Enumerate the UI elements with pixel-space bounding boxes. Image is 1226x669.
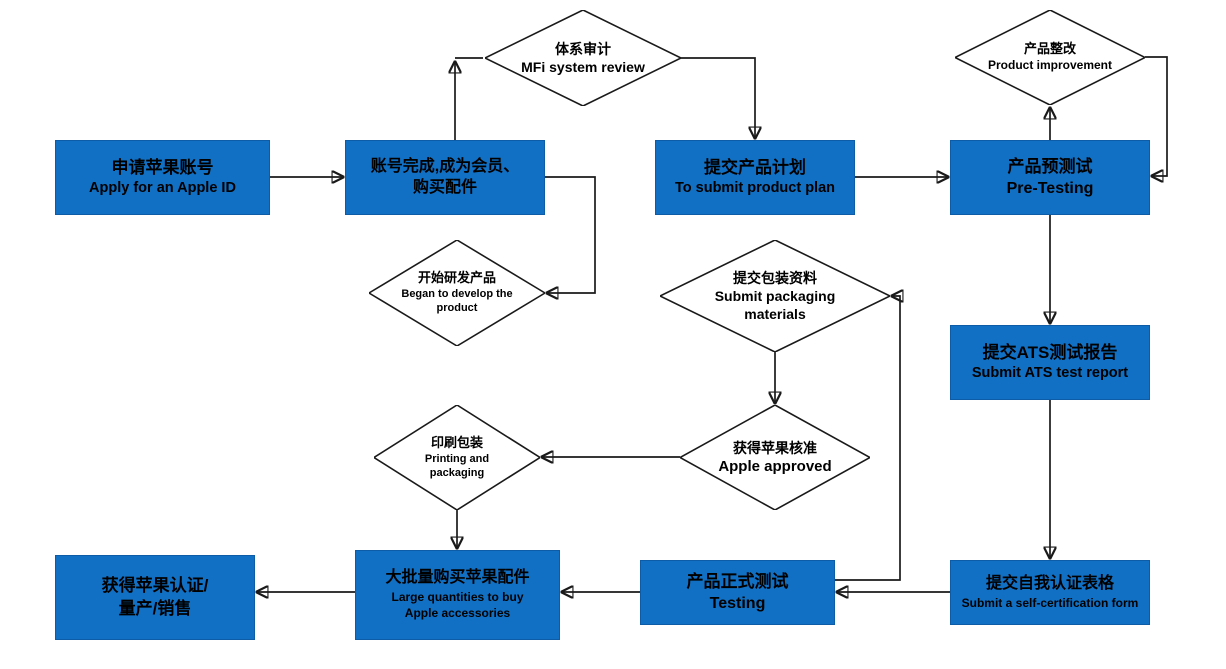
node-buy-accessories: 大批量购买苹果配件 Large quantities to buy Apple …	[355, 550, 560, 640]
diamond-shape-icon	[680, 405, 870, 510]
node-formal-testing: 产品正式测试 Testing	[640, 560, 835, 625]
node-label-zh: 提交包装资料	[732, 269, 817, 286]
node-submit-packaging: 提交包装资料 Submit packaging materials	[660, 240, 890, 352]
node-label-en: Began to develop the	[401, 288, 513, 301]
node-label-zh: 获得苹果核准	[732, 439, 817, 456]
node-pre-testing: 产品预测试 Pre-Testing	[950, 140, 1150, 215]
node-label-zh: 大批量购买苹果配件	[385, 569, 530, 587]
node-label-zh: 体系审计	[554, 40, 611, 57]
node-label-en: Submit packaging	[714, 287, 836, 304]
node-get-certified: 获得苹果认证/ 量产/销售	[55, 555, 255, 640]
diamond-shape-icon	[485, 10, 681, 106]
node-label-zh: 申请苹果账号	[111, 157, 214, 177]
node-label-en: Testing	[709, 594, 766, 612]
node-label-zh: 提交产品计划	[704, 157, 806, 177]
node-label-en: Submit ATS test report	[971, 364, 1129, 381]
arrow-review-to-plan	[681, 57, 755, 138]
node-label-zh: 印刷包装	[430, 434, 483, 450]
node-label-zh2: 量产/销售	[118, 598, 192, 618]
node-label-zh: 产品预测试	[1007, 156, 1093, 176]
node-label-en: Printing and	[424, 452, 490, 465]
node-submit-ats-report: 提交ATS测试报告 Submit ATS test report	[950, 325, 1150, 400]
node-label-en: Large quantities to buy	[391, 590, 524, 605]
node-label-en2: product	[436, 302, 478, 315]
node-account-complete: 账号完成,成为会员、 购买配件	[345, 140, 545, 215]
diamond-shape-icon	[374, 405, 540, 510]
node-label-en2: packaging	[429, 466, 485, 479]
node-submit-product-plan: 提交产品计划 To submit product plan	[655, 140, 855, 215]
node-label-zh: 账号完成,成为会员、	[370, 157, 520, 175]
diamond-shape-icon	[955, 10, 1145, 105]
node-apply-apple-id: 申请苹果账号 Apply for an Apple ID	[55, 140, 270, 215]
node-label-zh: 获得苹果认证/	[101, 576, 209, 596]
arrow-account-to-develop	[545, 176, 596, 293]
node-label-en: Product improvement	[987, 58, 1113, 73]
diamond-shape-icon	[369, 240, 545, 346]
node-label-zh: 产品正式测试	[686, 571, 789, 591]
node-label-en2: Apple accessories	[404, 606, 511, 621]
node-label-en: Apple approved	[718, 457, 832, 475]
node-label-en: MFi system review	[521, 59, 645, 75]
node-label-en: Submit a self-certification form	[961, 595, 1139, 610]
node-product-improvement: 产品整改 Product improvement	[955, 10, 1145, 105]
node-label-zh2: 购买配件	[412, 178, 477, 196]
arrow-improvement-to-pretest	[1145, 56, 1168, 176]
node-label-en: Pre-Testing	[1006, 179, 1094, 197]
node-label-en: Apply for an Apple ID	[89, 179, 236, 196]
node-develop-product: 开始研发产品 Began to develop the product	[369, 240, 545, 346]
node-apple-approved: 获得苹果核准 Apple approved	[680, 405, 870, 510]
node-printing-packaging: 印刷包装 Printing and packaging	[374, 405, 540, 510]
node-label-zh: 提交ATS测试报告	[982, 342, 1118, 362]
node-label-zh: 产品整改	[1023, 41, 1076, 57]
node-label-zh: 提交自我认证表格	[985, 575, 1114, 592]
arrow-testing-to-packaging	[835, 296, 900, 581]
diamond-shape-icon	[660, 240, 890, 352]
node-submit-self-cert: 提交自我认证表格 Submit a self-certification for…	[950, 560, 1150, 625]
node-label-en: To submit product plan	[674, 179, 836, 196]
node-mfi-system-review: 体系审计 MFi system review	[485, 10, 681, 106]
node-label-en2: materials	[744, 306, 806, 323]
node-label-zh: 开始研发产品	[417, 270, 496, 286]
